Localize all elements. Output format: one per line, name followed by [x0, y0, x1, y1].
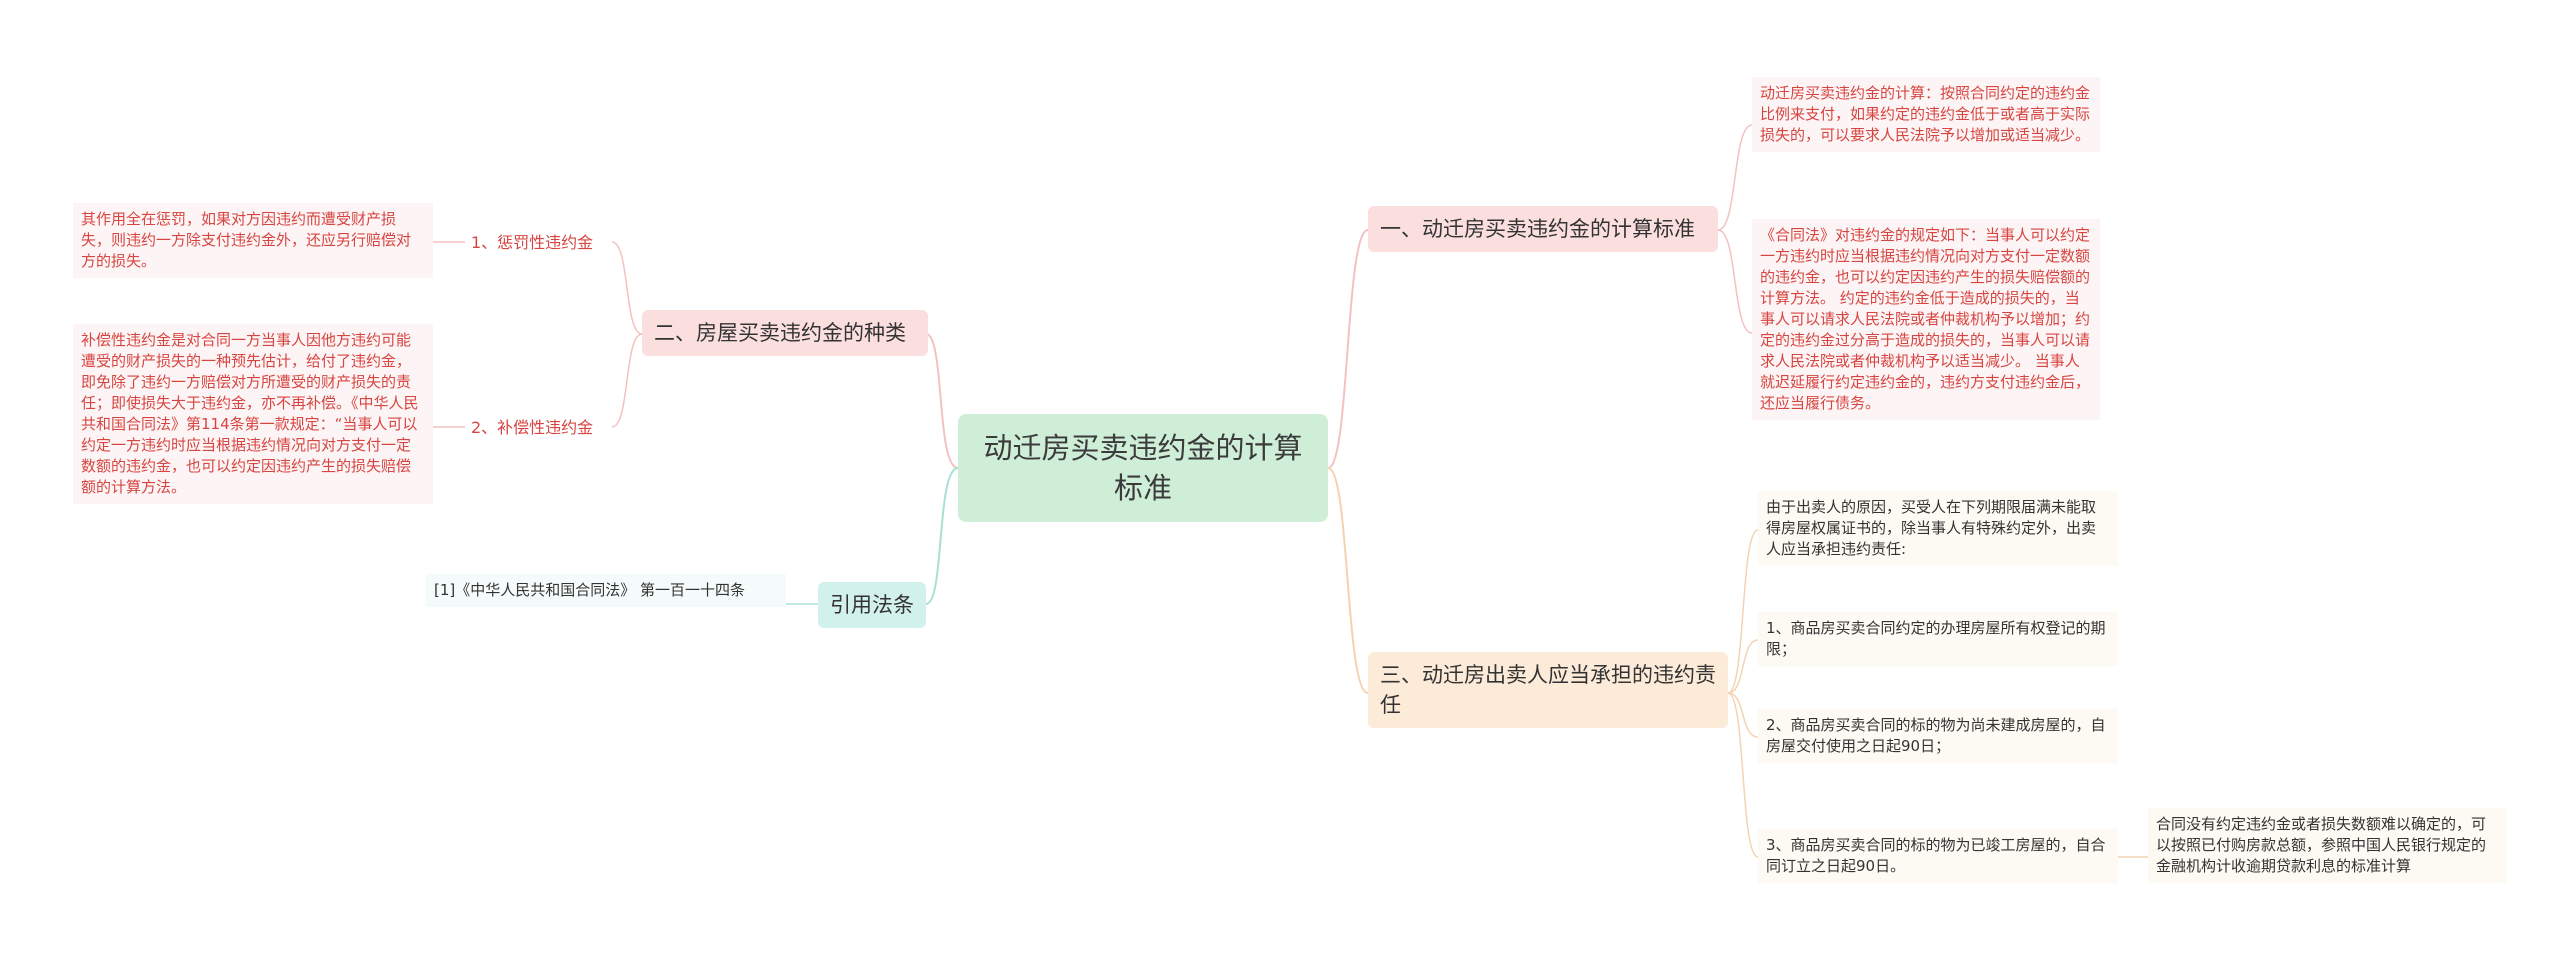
leaf-text: 补偿性违约金是对合同一方当事人因他方违约可能遭受的财产损失的一种预先估计，给付了… [81, 331, 419, 496]
edge-root-branch3 [1327, 467, 1369, 694]
edge-branch2-sub2 [611, 333, 643, 428]
leaf-text: 动迁房买卖违约金的计算：按照合同约定的违约金比例来支付，如果约定的违约金低于或者… [1760, 84, 2091, 144]
branch-title: 三、动迁房出卖人应当承担的违约责任 [1380, 663, 1716, 717]
leaf-cited-article[interactable]: [1]《中华人民共和国合同法》 第一百一十四条 [426, 574, 786, 607]
branch-calculation-standard[interactable]: 一、动迁房买卖违约金的计算标准 [1368, 206, 1718, 252]
leaf-text: 《合同法》对违约金的规定如下：当事人可以约定一方违约时应当根据违约情况向对方支付… [1760, 226, 2091, 412]
leaf-text: 由于出卖人的原因，买受人在下列期限届满未能取得房屋权属证书的，除当事人有特殊约定… [1766, 498, 2097, 558]
leaf-contract-law-provision[interactable]: 《合同法》对违约金的规定如下：当事人可以约定一方违约时应当根据违约情况向对方支付… [1752, 219, 2100, 420]
edge-branch3-leaf1 [1727, 529, 1759, 694]
leaf-completed-house[interactable]: 3、商品房买卖合同的标的物为已竣工房屋的，自合同订立之日起90日。 [1758, 829, 2118, 883]
branch-penalty-types[interactable]: 二、房屋买卖违约金的种类 [642, 310, 928, 356]
leaf-liability-intro[interactable]: 由于出卖人的原因，买受人在下列期限届满未能取得房屋权属证书的，除当事人有特殊约定… [1758, 491, 2118, 566]
leaf-text: [1]《中华人民共和国合同法》 第一百一十四条 [434, 581, 746, 599]
leaf-text: 2、商品房买卖合同的标的物为尚未建成房屋的，自房屋交付使用之日起90日； [1766, 716, 2106, 755]
edge-branch3-leaf2 [1727, 639, 1759, 694]
edge-branch1-leaf1 [1717, 124, 1753, 231]
edge-root-branch4 [925, 467, 959, 605]
edge-branch3-leaf4 [1727, 692, 1759, 858]
leaf-unfinished-house[interactable]: 2、商品房买卖合同的标的物为尚未建成房屋的，自房屋交付使用之日起90日； [1758, 709, 2118, 763]
edge-root-branch2 [925, 333, 959, 469]
leaf-no-agreed-penalty[interactable]: 合同没有约定违约金或者损失数额难以确定的，可以按照已付购房款总额，参照中国人民银… [2148, 808, 2506, 883]
leaf-compensatory-detail[interactable]: 补偿性违约金是对合同一方当事人因他方违约可能遭受的财产损失的一种预先估计，给付了… [73, 324, 433, 504]
leaf-text: 1、商品房买卖合同约定的办理房屋所有权登记的期限； [1766, 619, 2106, 658]
leaf-text: 3、商品房买卖合同的标的物为已竣工房屋的，自合同订立之日起90日。 [1766, 836, 2106, 875]
root-title: 动迁房买卖违约金的计算标准 [983, 431, 1303, 505]
leaf-calculation-method[interactable]: 动迁房买卖违约金的计算：按照合同约定的违约金比例来支付，如果约定的违约金低于或者… [1752, 77, 2100, 152]
leaf-text: 合同没有约定违约金或者损失数额难以确定的，可以按照已付购房款总额，参照中国人民银… [2156, 815, 2487, 875]
leaf-punitive-detail[interactable]: 其作用全在惩罚，如果对方因违约而遭受财产损失，则违约一方除支付违约金外，还应另行… [73, 203, 433, 278]
leaf-registration-period[interactable]: 1、商品房买卖合同约定的办理房屋所有权登记的期限； [1758, 612, 2118, 666]
sub-label: 2、补偿性违约金 [471, 418, 594, 437]
root-topic[interactable]: 动迁房买卖违约金的计算标准 [958, 414, 1328, 522]
branch-title: 一、动迁房买卖违约金的计算标准 [1380, 217, 1695, 241]
edge-branch2-sub1 [611, 241, 643, 335]
leaf-text: 其作用全在惩罚，如果对方因违约而遭受财产损失，则违约一方除支付违约金外，还应另行… [81, 210, 412, 270]
sub-punitive-penalty[interactable]: 1、惩罚性违约金 [465, 230, 600, 256]
branch-title: 引用法条 [830, 593, 914, 617]
sub-compensatory-penalty[interactable]: 2、补偿性违约金 [465, 415, 600, 441]
edge-branch3-leaf3 [1727, 692, 1759, 738]
branch-seller-liability[interactable]: 三、动迁房出卖人应当承担的违约责任 [1368, 652, 1728, 728]
sub-label: 1、惩罚性违约金 [471, 233, 594, 252]
edge-branch1-leaf2 [1717, 229, 1753, 334]
branch-cited-law[interactable]: 引用法条 [818, 582, 926, 628]
branch-title: 二、房屋买卖违约金的种类 [654, 321, 906, 345]
edge-root-branch1 [1327, 229, 1369, 469]
